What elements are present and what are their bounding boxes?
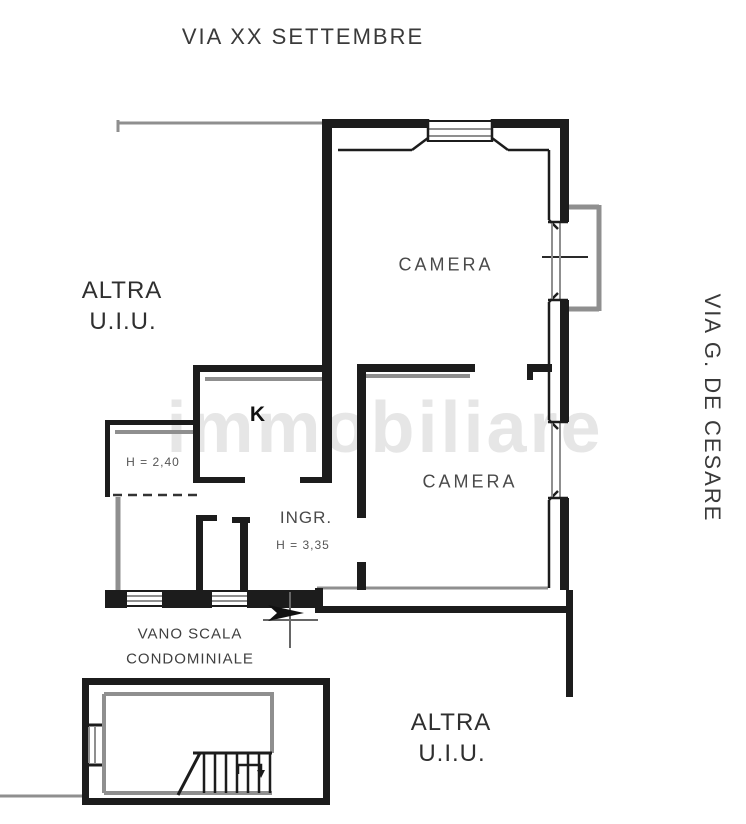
bottom-wall-step (315, 588, 323, 613)
stairwell-top-wall (82, 678, 330, 685)
kitchen-top-wall (193, 365, 332, 372)
hall-partition-1 (196, 515, 203, 590)
right-wall-lower (560, 498, 569, 590)
bedroom-divider-wall (357, 364, 475, 372)
window-top-facade (426, 119, 494, 142)
window-bottom-2 (212, 590, 247, 607)
bottom-wall-seg2 (162, 590, 212, 608)
stairwell-label-line2: CONDOMINIALE (126, 650, 254, 668)
storage-left-wall (105, 420, 110, 497)
stairwell-interior (102, 692, 274, 795)
hall-partition-2 (240, 519, 248, 590)
balcony (568, 204, 602, 312)
bedroom-top-label: CAMERA (398, 254, 494, 275)
main-walls (82, 119, 573, 805)
other-unit-left-line1: ALTRA (81, 277, 163, 304)
bottom-wall-seg1 (105, 590, 127, 608)
interior-lines (338, 137, 559, 588)
kitchen-bottom-wall-right (300, 477, 332, 483)
window-bedroom2 (548, 420, 568, 500)
right-wall-upper (560, 119, 569, 222)
other-unit-bottom-line2: U.I.U. (418, 740, 486, 767)
other-unit-left-line2: U.I.U. (89, 308, 157, 335)
window-balcony-door (548, 220, 568, 302)
stair-direction-line (236, 763, 263, 774)
divider-stub (527, 364, 552, 372)
stairwell-left-wall (82, 678, 89, 805)
right-wall-middle (560, 300, 569, 422)
street-label-top: VIA XX SETTEMBRE (181, 24, 425, 49)
entrance-arrow-icon (268, 605, 304, 621)
bottom-right-wall (317, 606, 573, 613)
windows (82, 119, 568, 767)
entrance-marker (263, 592, 318, 648)
entrance-label: INGR. (279, 508, 333, 527)
bottom-wall-seg3 (247, 590, 317, 608)
storage-top-wall (105, 420, 196, 425)
kitchen-label: K (249, 403, 267, 426)
divider-stub-tick (527, 364, 533, 380)
stair-cut-line (176, 752, 202, 796)
hall-partition-1-jamb (196, 515, 217, 521)
stairwell-right-wall (323, 678, 330, 805)
kitchen-bottom-wall-left (193, 477, 245, 483)
other-unit-bottom-line1: ALTRA (410, 709, 492, 736)
bedroom-middle-label: CAMERA (422, 471, 518, 492)
right-wall-extension (566, 590, 573, 697)
bedroom2-left-wall-upper (357, 364, 366, 518)
kitchen-left-wall (193, 365, 200, 483)
window-bottom-1 (127, 590, 162, 607)
bedroom2-left-wall-lower (357, 562, 366, 590)
entrance-height-label: H = 3,35 (276, 538, 330, 552)
staircase (176, 751, 272, 796)
top-wall-left (322, 119, 428, 128)
window-stairwell (82, 723, 103, 767)
stairwell-bottom-wall (82, 798, 330, 805)
top-wall-right (492, 119, 568, 128)
stair-direction-arrowhead (257, 770, 265, 778)
storage-height-label: H = 2,40 (126, 455, 180, 469)
stairwell-label-line1: VANO SCALA (137, 625, 243, 643)
left-shared-wall (322, 119, 332, 483)
watermark-text: immobiliare (166, 388, 604, 468)
gray-walls (0, 120, 548, 798)
street-label-right: VIA G. DE CESARE (700, 293, 725, 523)
hall-partition-2-jamb (232, 517, 250, 523)
